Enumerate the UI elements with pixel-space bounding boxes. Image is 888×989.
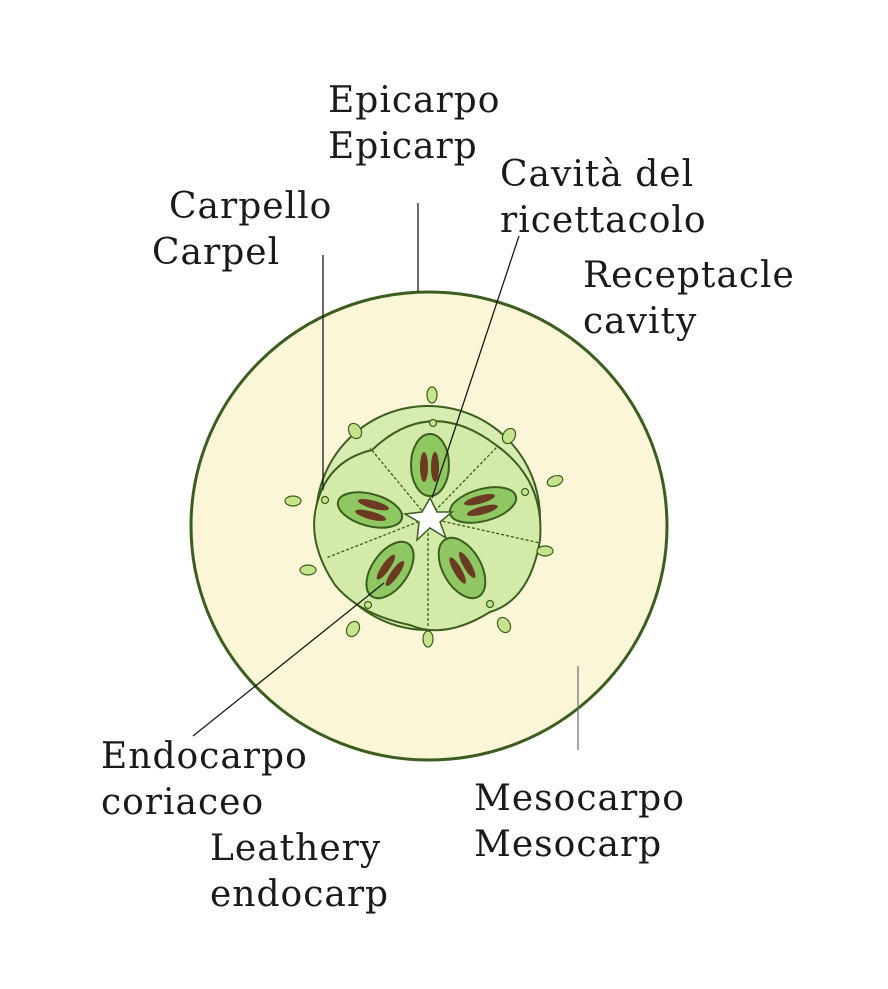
seed [464,494,496,506]
seed [357,499,389,511]
epicarp-label-en: Epicarp [328,126,478,167]
seed [458,551,476,579]
locule-top [410,433,450,497]
seed [376,554,396,580]
locule-lower-right [437,536,487,600]
endocarp-label-en: Leathery endocarp [210,826,389,918]
seed [385,560,405,586]
receptacle-label-it-line1: Cavità del [500,154,695,195]
endocarp-label-en-line1: Leathery [210,828,382,869]
vascular-bundles [284,386,564,648]
mesocarp-label-en: Mesocarp [474,824,663,865]
locule-left [336,491,404,529]
seed [449,557,466,584]
seed [355,509,387,522]
endocarp-label-it-line1: Endocarpo [101,736,308,777]
leader-lines [192,203,579,750]
endocarp-label-en-line2: endocarp [210,874,390,915]
receptacle-leader [431,235,520,499]
receptacle-label-en-line2: cavity [583,301,698,342]
carpel-label-en: Carpel [152,232,281,273]
mesocarp-label-it: Mesocarpo [474,778,685,819]
carpel-label: Carpello Carpel [152,184,332,276]
receptacle-label-it: Cavità del ricettacolo [500,152,707,244]
seed [431,452,439,482]
receptacle-label-en-line1: Receptacle [583,255,795,296]
locule-lower-left [365,540,415,600]
carpel-label-it: Carpello [169,186,333,227]
endocarp-leader [192,582,385,737]
seed [420,452,428,482]
epicarp-label: Epicarpo Epicarp [328,78,500,170]
epicarp-label-it: Epicarpo [328,80,501,121]
receptacle-cavity [402,496,455,542]
endocarp-label-it: Endocarpo coriaceo [101,734,308,826]
mesocarp-label: Mesocarpo Mesocarp [474,776,685,868]
locule-right [448,486,518,524]
receptacle-label-en: Receptacle cavity [583,253,795,345]
seed [466,504,498,517]
endocarp-label-it-line2: coriaceo [101,782,265,823]
receptacle-label-it-line2: ricettacolo [500,200,707,241]
